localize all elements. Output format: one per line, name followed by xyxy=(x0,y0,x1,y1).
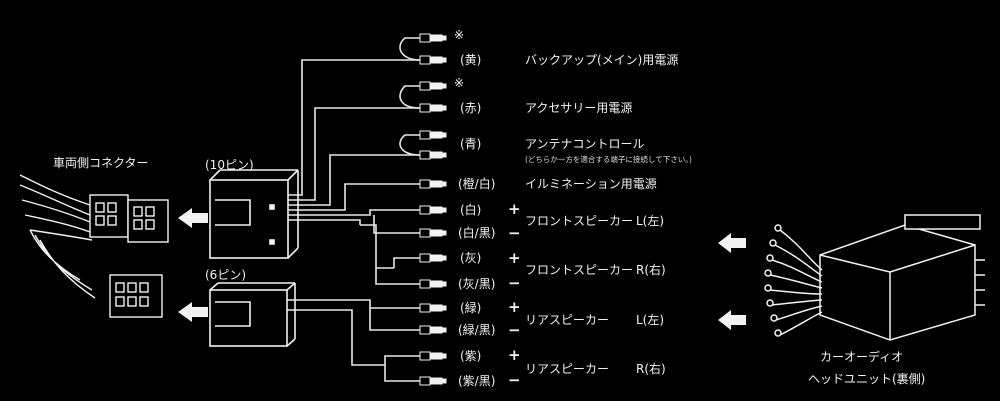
terminal-color: (紫/黒) xyxy=(458,374,496,388)
connector-10pin-label: (10ピン) xyxy=(205,158,254,172)
terminal-function: リアスピーカー xyxy=(525,362,610,376)
terminal-channel: R(右) xyxy=(636,263,666,277)
note-mark: ※ xyxy=(454,28,465,42)
polarity-sign: + xyxy=(508,298,521,316)
wire-gray-pair xyxy=(288,219,420,285)
terminal-function: アクセサリー用電源 xyxy=(525,101,633,115)
polarity-sign: + xyxy=(508,249,521,267)
terminal-channel: L(左) xyxy=(636,214,665,228)
terminal-function: フロントスピーカー xyxy=(525,263,634,277)
terminal-channel: L(左) xyxy=(636,313,665,327)
terminal-function: イルミネーション用電源 xyxy=(525,177,657,191)
wire-blue xyxy=(288,154,420,206)
terminal-color: (灰/黒) xyxy=(458,277,496,291)
polarity-sign: − xyxy=(508,321,521,339)
wire-purple-pair xyxy=(287,309,420,382)
wire-red xyxy=(288,107,420,201)
connector-6pin xyxy=(209,282,296,347)
terminal-function: リアスピーカー xyxy=(525,313,610,327)
terminal-color: (白/黒) xyxy=(458,226,496,240)
terminal-color: (紫) xyxy=(460,349,482,363)
wire-loop-backup xyxy=(399,37,421,61)
terminal-function: バックアップ(メイン)用電源 xyxy=(525,53,679,67)
wire-orange-white xyxy=(288,183,420,211)
note-mark: ※ xyxy=(454,76,465,90)
connector-6pin-label: (6ピン) xyxy=(205,268,246,282)
terminal-color: (黄) xyxy=(460,53,482,67)
wire-loop-antenna xyxy=(399,134,421,156)
wire-white-pair xyxy=(288,209,420,234)
vehicle-connector-drawing xyxy=(19,174,169,318)
terminal-color: (灰) xyxy=(460,251,482,265)
terminal-function: フロントスピーカー xyxy=(525,214,634,228)
arrow-toward-harness-icons xyxy=(718,233,746,330)
polarity-sign: + xyxy=(508,200,521,218)
terminal-icons xyxy=(419,33,447,386)
terminal-color: (赤) xyxy=(460,101,482,115)
polarity-sign: − xyxy=(508,371,521,389)
head-unit-label-1: カーオーディオ xyxy=(820,350,904,364)
wire-green-pair xyxy=(287,299,420,331)
polarity-sign: − xyxy=(508,274,521,292)
arrow-left-icons xyxy=(178,208,208,322)
terminal-color: (緑) xyxy=(460,301,482,315)
terminal-channel: R(右) xyxy=(636,362,666,376)
terminal-color: (緑/黒) xyxy=(458,323,496,337)
terminal-function: アンテナコントロール xyxy=(525,137,645,151)
head-unit-drawing xyxy=(764,214,985,341)
wire-loop-acc xyxy=(399,85,421,109)
vehicle-connector-label: 車両側コネクター xyxy=(53,156,149,170)
terminal-note: (どちらか一方を適合する端子に接続して下さい。) xyxy=(525,155,692,164)
wire-yellow xyxy=(288,59,420,196)
terminal-color: (青) xyxy=(460,137,482,151)
polarity-sign: + xyxy=(508,346,521,364)
terminal-color: (橙/白) xyxy=(458,177,496,191)
terminal-color: (白) xyxy=(460,203,482,217)
head-unit-label-2: ヘッドユニット(裏側) xyxy=(808,372,926,386)
connector-10pin xyxy=(209,169,299,259)
polarity-sign: − xyxy=(508,224,521,242)
